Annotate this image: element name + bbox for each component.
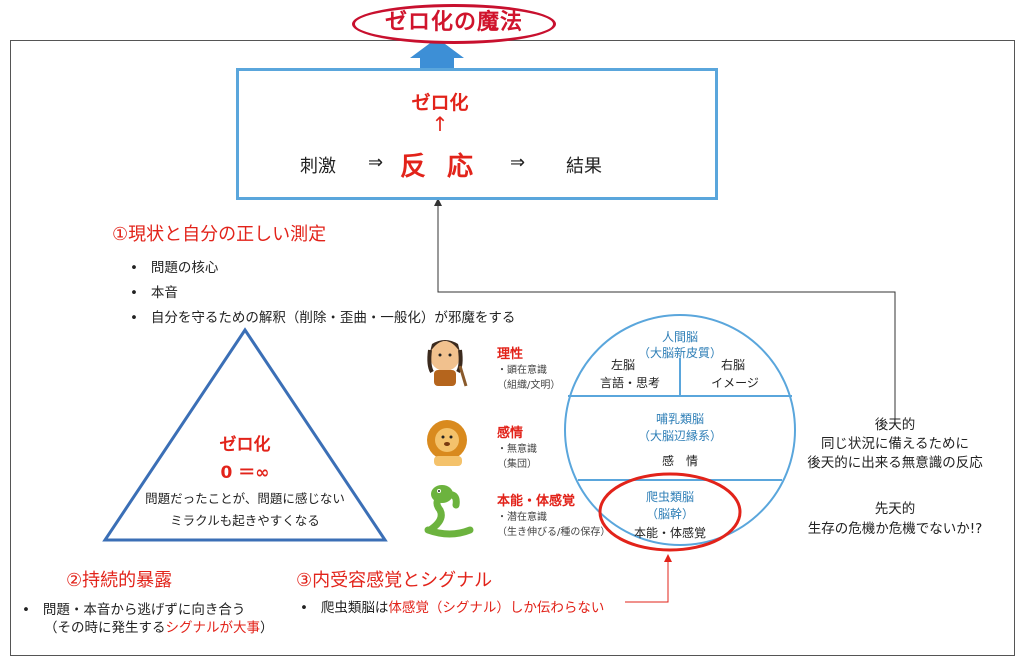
layer-emotion-label: 感情 — [497, 426, 524, 441]
reptile-brain-body: 本能・体感覚 — [633, 526, 706, 540]
layer-instinct-sub-2: （生き伸びる/種の保存） — [497, 527, 611, 538]
lion-icon — [427, 420, 467, 466]
layer-reason-sub-2: （組織/文明） — [497, 380, 561, 391]
reptile-highlight-ellipse — [598, 472, 742, 552]
acquired-line-2: 後天的に出来る無意識の反応 — [807, 455, 983, 471]
section3-heading: ③内受容感覚とシグナル — [296, 570, 493, 591]
innate-line-1: 生存の危機か危機でないか!? — [807, 521, 983, 537]
mammal-brain-sub: （大脳辺縁系） — [637, 429, 722, 443]
layer-instinct-label: 本能・体感覚 — [497, 494, 576, 509]
box-up-arrow: ↑ — [431, 112, 449, 136]
human-brain-title: 人間脳 — [661, 330, 698, 344]
section3-bullet: • 爬虫類脳は体感覚（シグナル）しか伝わらない — [300, 600, 605, 616]
section1-bullet-3: • 自分を守るための解釈（削除・歪曲・一般化）が邪魔をする — [130, 310, 516, 326]
flow-arrow-1: ⇒ — [368, 152, 384, 173]
human-brain-sub: （大脳新皮質） — [637, 346, 722, 360]
snake-icon — [424, 485, 474, 538]
big-up-arrow — [410, 38, 464, 70]
right-brain-sub: イメージ — [711, 376, 759, 390]
mammal-brain-body: 感 情 — [661, 454, 698, 468]
brain-circle — [564, 314, 796, 546]
triangle-line-2: ミラクルも起きやすくなる — [170, 513, 320, 528]
triangle-line-1: 問題だったことが、問題に感じない — [145, 491, 345, 506]
innate-title: 先天的 — [874, 501, 916, 517]
acquired-line-1: 同じ状況に備えるために — [820, 436, 970, 452]
result-label: 結果 — [566, 156, 602, 177]
reptile-brain-sub: （脳幹） — [645, 507, 694, 521]
mammal-brain-title: 哺乳類脳 — [655, 412, 704, 426]
feedback-arrowhead — [434, 198, 442, 206]
left-brain-label: 左脳 — [610, 358, 635, 372]
reaction-box — [236, 68, 718, 200]
section2-bullet-line-1: • 問題・本音から逃げずに向き合う — [22, 602, 246, 618]
stimulus-label: 刺激 — [300, 156, 336, 177]
section1-bullet-1: • 問題の核心 — [130, 260, 219, 276]
section1-bullet-2: • 本音 — [130, 285, 178, 301]
right-brain-label: 右脳 — [720, 358, 745, 372]
section2-heading: ②持続的暴露 — [66, 570, 173, 591]
title-oval — [352, 4, 556, 44]
layer-emotion-sub-2: （集団） — [497, 459, 537, 470]
acquired-title: 後天的 — [874, 417, 916, 433]
signal-line — [625, 560, 669, 603]
triangle-formula: 0 ＝∞ — [220, 463, 270, 483]
page-title: ゼロ化の魔法 — [384, 10, 523, 35]
reptile-brain-title: 爬虫類脳 — [645, 490, 694, 504]
left-brain-sub: 言語・思考 — [599, 376, 660, 390]
layer-emotion-sub-1: ・無意識 — [497, 444, 537, 455]
diagram-frame — [10, 40, 1015, 656]
triangle-shape — [102, 327, 388, 542]
box-zeroka-label: ゼロ化 — [411, 92, 469, 114]
layer-instinct-sub-1: ・潜在意識 — [497, 512, 547, 523]
layer-reason-label: 理性 — [497, 347, 524, 362]
signal-arrowhead — [664, 554, 672, 562]
feedback-line — [437, 204, 896, 422]
section2-bullet-line-2: （その時に発生するシグナルが大事） — [44, 620, 274, 636]
caveman-icon — [427, 340, 468, 387]
layer-reason-sub-1: ・顕在意識 — [497, 365, 547, 376]
reaction-label: 反 応 — [400, 152, 480, 182]
section1-heading: ①現状と自分の正しい測定 — [112, 224, 327, 245]
flow-arrow-2: ⇒ — [510, 152, 526, 173]
triangle-title: ゼロ化 — [219, 435, 271, 455]
